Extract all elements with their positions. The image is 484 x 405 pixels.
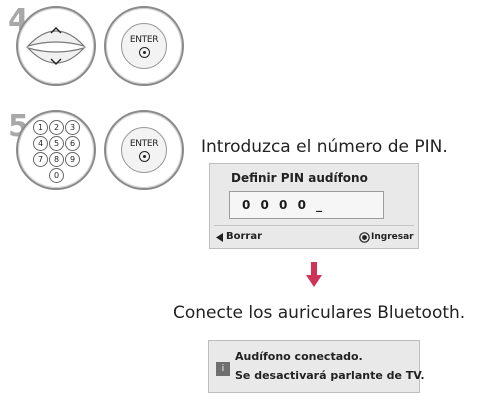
notice-line-2: Se desactivará parlante de TV. [235, 369, 425, 382]
enter-button-ring[interactable]: ENTER [104, 6, 184, 86]
enter-button[interactable]: ENTER [121, 127, 167, 173]
enter-icon [138, 46, 150, 58]
enter-action[interactable]: Ingresar [371, 232, 414, 242]
dialog-divider [214, 225, 414, 226]
enter-label: ENTER [129, 138, 159, 149]
down-arrow-icon[interactable] [50, 58, 62, 66]
pin-prompt: Introduzca el número de PIN. [201, 137, 448, 157]
notice-panel: i Audífono conectado. Se desactivará par… [208, 340, 425, 393]
numpad-key-4[interactable]: 4 [33, 136, 48, 151]
connect-instruction: Conecte los auriculares Bluetooth. [173, 303, 466, 323]
enter-button[interactable]: ENTER [121, 23, 167, 69]
notice-line-1: Audífono conectado. [235, 350, 363, 363]
numpad-key-6[interactable]: 6 [65, 136, 80, 151]
nav-pad-graphic [26, 30, 86, 64]
pin-dialog-title: Definir PIN audífono [231, 171, 368, 185]
numpad-key-1[interactable]: 1 [33, 120, 48, 135]
left-triangle-icon[interactable] [216, 233, 224, 242]
up-arrow-icon[interactable] [50, 26, 62, 34]
numpad-key-8[interactable]: 8 [49, 152, 64, 167]
nav-pad[interactable] [16, 6, 96, 86]
delete-action[interactable]: Borrar [226, 231, 263, 242]
enter-label: ENTER [129, 34, 159, 45]
number-pad[interactable]: 1 2 3 4 5 6 7 8 9 0 [16, 110, 96, 190]
enter-icon [138, 150, 150, 162]
numpad-key-5[interactable]: 5 [49, 136, 64, 151]
down-arrow-icon [306, 262, 322, 287]
numpad-key-7[interactable]: 7 [33, 152, 48, 167]
numpad-key-3[interactable]: 3 [65, 120, 80, 135]
numpad-key-9[interactable]: 9 [65, 152, 80, 167]
pin-dialog: Definir PIN audífono 0 0 0 0 _ Borrar In… [209, 163, 419, 249]
pin-input[interactable]: 0 0 0 0 _ [229, 191, 384, 219]
ok-circle-icon[interactable] [359, 232, 370, 243]
numpad-key-0[interactable]: 0 [49, 168, 64, 183]
info-icon: i [216, 362, 230, 376]
enter-button-ring[interactable]: ENTER [104, 110, 184, 190]
numpad-key-2[interactable]: 2 [49, 120, 64, 135]
